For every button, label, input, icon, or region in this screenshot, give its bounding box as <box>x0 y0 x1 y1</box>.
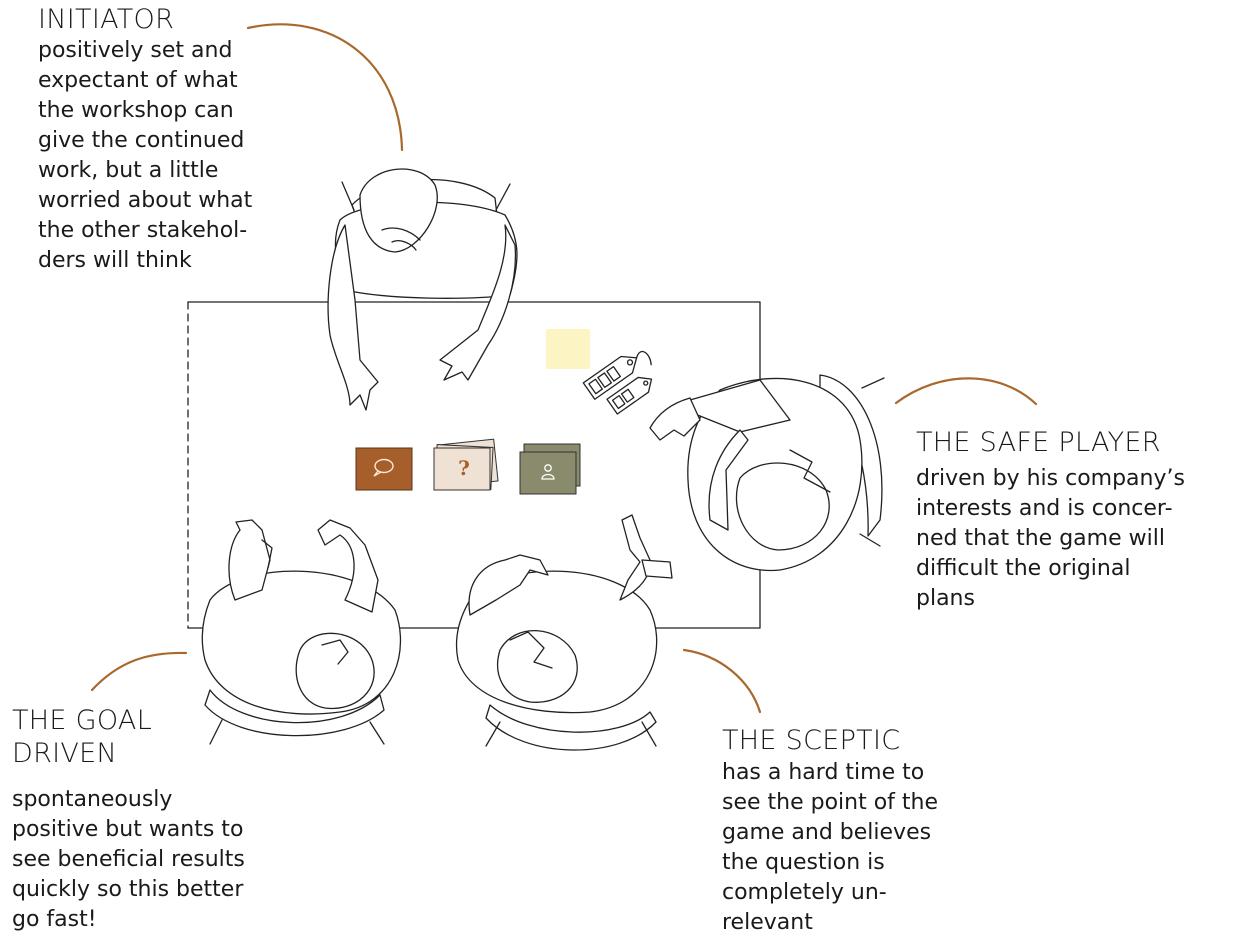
initiator-description: positively set and expectant of what the… <box>38 36 252 276</box>
goal-driven-figure <box>202 520 400 744</box>
sceptic-figure <box>457 515 673 750</box>
initiator-title: INITIATOR <box>38 3 174 36</box>
goal-driven-title: THE GOAL DRIVEN <box>12 704 152 770</box>
initiator-arc <box>248 24 402 150</box>
speech-card <box>356 448 412 490</box>
goal-driven-description: spontaneously positive but wants to see … <box>12 785 245 935</box>
sceptic-arc <box>684 650 760 712</box>
sceptic-title: THE SCEPTIC <box>722 724 900 757</box>
safe-player-description: driven by his company’s interests and is… <box>916 464 1185 614</box>
question-card-stack: ? <box>434 439 498 490</box>
person-card-stack <box>520 444 580 494</box>
sticky-note <box>546 329 590 369</box>
safe-player-title: THE SAFE PLAYER <box>916 426 1161 459</box>
goal-driven-arc <box>92 653 186 690</box>
safe-player-arc <box>896 378 1036 404</box>
question-mark: ? <box>458 456 470 480</box>
initiator-figure <box>328 169 517 410</box>
safe-player-figure <box>650 375 884 570</box>
sceptic-description: has a hard time to see the point of the … <box>722 758 938 938</box>
tag-icon <box>583 343 665 419</box>
